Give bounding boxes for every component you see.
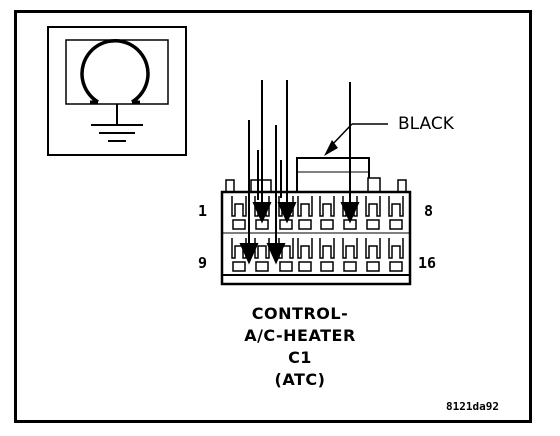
pin-cavity-16 xyxy=(388,238,404,272)
pin-cavities xyxy=(231,196,404,272)
pin-cavity-5 xyxy=(319,196,335,230)
pin-cavity-10 xyxy=(254,238,270,272)
diagram-frame xyxy=(14,10,532,423)
black-leader xyxy=(324,123,388,156)
connector-title-line4: (ATC) xyxy=(274,370,326,389)
ground-icon xyxy=(91,104,143,142)
ground-inset xyxy=(47,26,187,156)
connector-body xyxy=(220,157,412,286)
pin-cavity-13 xyxy=(319,238,335,272)
pin-label-9: 9 xyxy=(198,254,208,272)
connector-title-line1: CONTROL- xyxy=(251,304,349,323)
pin-cavity-9 xyxy=(231,238,247,272)
connector-title-line2: A/C-HEATER xyxy=(244,326,356,345)
connector-title: CONTROL- A/C-HEATER C1 (ATC) xyxy=(230,303,370,391)
pin-cavity-11 xyxy=(278,238,294,272)
figure-code: 8121da92 xyxy=(446,400,499,413)
wire-arrows xyxy=(239,80,360,265)
pin-label-16: 16 xyxy=(418,254,437,272)
wire-color-label: BLACK xyxy=(398,114,454,134)
connector-title-line3: C1 xyxy=(288,348,312,367)
pin-cavity-4 xyxy=(297,196,313,230)
ring-terminal-icon xyxy=(80,38,150,104)
pin-cavity-7 xyxy=(365,196,381,230)
pin-cavity-1 xyxy=(231,196,247,230)
pin-label-1: 1 xyxy=(198,202,208,220)
pin-cavity-15 xyxy=(365,238,381,272)
pin-cavity-12 xyxy=(297,238,313,272)
pin-cavity-14 xyxy=(342,238,358,272)
pin-label-8: 8 xyxy=(424,202,434,220)
pin-cavity-8 xyxy=(388,196,404,230)
